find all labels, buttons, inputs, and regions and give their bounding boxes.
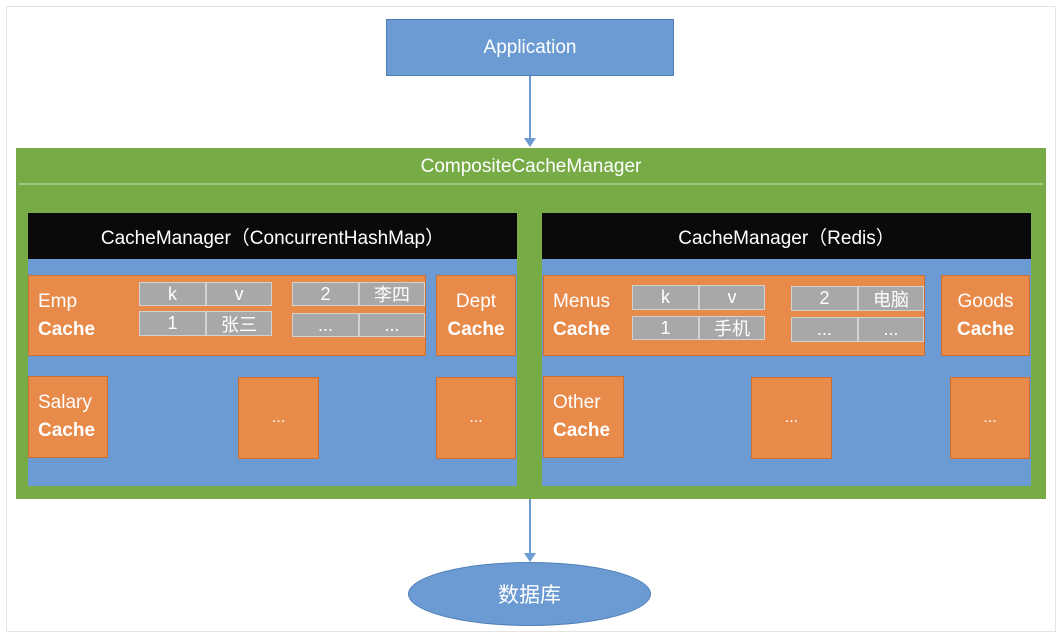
right-cache-manager-title-text: CacheManager（Redis） <box>678 227 895 249</box>
application-label: Application <box>483 36 577 58</box>
emp-value-2: 李四 <box>359 282 425 306</box>
emp-key-2: 2 <box>292 282 359 306</box>
goods-cache-suffix: Cache <box>956 318 1015 340</box>
left-more-cache-1-text: ... <box>271 409 286 426</box>
salary-cache-name: Salary <box>38 392 92 413</box>
emp-key-1: 1 <box>139 311 206 336</box>
left-cache-manager-title: CacheManager（ConcurrentHashMap） <box>28 213 517 259</box>
right-cache-manager-title: CacheManager（Redis） <box>542 213 1031 259</box>
emp-cache-name: Emp <box>38 290 78 312</box>
composite-title-text: CompositeCacheManager <box>420 156 642 177</box>
emp-cache-suffix: Cache <box>38 318 96 340</box>
composite-title: CompositeCacheManager <box>19 151 1043 185</box>
arrow-app-to-composite-head <box>524 138 536 147</box>
database-label: 数据库 <box>498 584 561 607</box>
dept-cache-name: Dept <box>455 290 497 312</box>
dept-cache-suffix: Cache <box>447 318 505 340</box>
menus-key-header: k <box>632 285 699 310</box>
emp-key-more: ... <box>292 313 359 337</box>
left-more-cache-1: ... <box>238 377 319 459</box>
menus-key-2: 2 <box>791 286 858 311</box>
arrow-composite-to-db-head <box>524 553 536 562</box>
emp-value-1: 张三 <box>206 311 272 336</box>
other-cache-name: Other <box>553 392 601 413</box>
goods-cache-name: Goods <box>957 290 1014 312</box>
arrow-app-to-composite-line <box>529 76 531 138</box>
menus-value-more: ... <box>858 317 924 342</box>
left-more-cache-2: ... <box>436 377 516 459</box>
menus-value-1: 手机 <box>699 316 765 340</box>
menus-value-header: v <box>699 285 765 310</box>
salary-cache: Salary Cache <box>28 376 108 458</box>
other-cache-suffix: Cache <box>553 420 611 441</box>
application-box: Application <box>386 19 674 76</box>
salary-cache-suffix: Cache <box>38 420 96 441</box>
emp-key-header: k <box>139 282 206 306</box>
right-more-cache-1-text: ... <box>784 409 799 426</box>
left-cache-manager-title-text: CacheManager（ConcurrentHashMap） <box>100 227 445 249</box>
menus-cache-name: Menus <box>553 290 611 312</box>
menus-cache-suffix: Cache <box>553 318 611 340</box>
right-more-cache-2-text: ... <box>983 409 997 426</box>
diagram-frame <box>6 6 1056 632</box>
emp-value-header: v <box>206 282 272 306</box>
emp-value-more: ... <box>359 313 425 337</box>
right-more-cache-1: ... <box>751 377 832 459</box>
left-more-cache-2-text: ... <box>469 409 483 426</box>
dept-cache: Dept Cache <box>436 275 516 356</box>
goods-cache: Goods Cache <box>941 275 1030 356</box>
menus-value-2: 电脑 <box>858 286 924 311</box>
right-more-cache-2: ... <box>950 377 1030 459</box>
menus-key-more: ... <box>791 317 858 342</box>
database-ellipse: 数据库 <box>408 562 651 626</box>
other-cache: Other Cache <box>543 376 624 458</box>
menus-key-1: 1 <box>632 316 699 340</box>
arrow-composite-to-db-line <box>529 499 531 553</box>
